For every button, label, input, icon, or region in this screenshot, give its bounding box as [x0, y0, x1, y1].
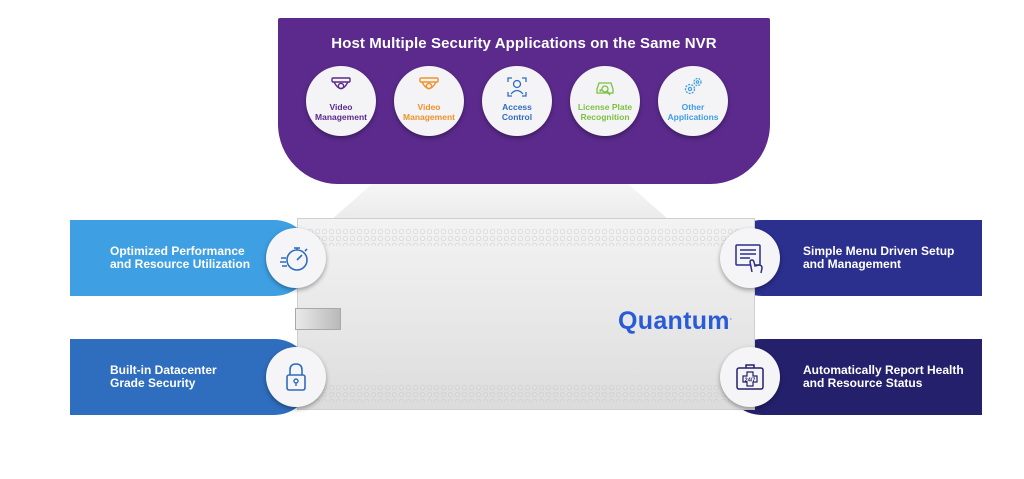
quantum-logo: Quantum. [618, 307, 732, 336]
app-label-line2: Recognition [580, 112, 630, 122]
feature-optimized-performance: Optimized Performance and Resource Utili… [70, 220, 312, 296]
app-label-line1: Video [329, 102, 353, 112]
app-label-line1: Access [502, 102, 532, 112]
feature-label-line2: and Resource Status [803, 376, 923, 390]
app-label-line2: Applications [667, 112, 719, 122]
security-camera-icon [419, 77, 439, 90]
brand-mark: . [729, 314, 733, 322]
app-label-line2: Management [315, 112, 367, 122]
device-vent-top [300, 228, 750, 246]
app-access-control: Access Control [482, 66, 552, 136]
app-video-management-2: Video Management [394, 66, 464, 136]
app-label-line1: License Plate [577, 102, 633, 112]
stopwatch-icon-badge [266, 228, 326, 288]
menu-touch-icon [735, 244, 763, 274]
gears-icon [684, 77, 702, 95]
app-license-plate-recognition: License Plate Recognition [570, 66, 640, 136]
brand-name: Quantum [618, 307, 730, 335]
app-video-management-1: Video Management [306, 66, 376, 136]
face-scan-icon [507, 77, 527, 97]
app-label-line2: Management [403, 112, 455, 122]
feature-label-line2: Grade Security [110, 376, 196, 390]
car-search-icon [596, 82, 614, 96]
app-label-line2: Control [501, 112, 533, 122]
badge-247-text: 24/7 [745, 378, 756, 384]
feature-label-line1: Simple Menu Driven Setup [803, 244, 955, 258]
device-vent-bottom [300, 384, 750, 402]
menu-touch-icon-badge [720, 228, 780, 288]
banner-title: Host Multiple Security Applications on t… [331, 35, 717, 52]
padlock-icon-badge [266, 347, 326, 407]
feature-label-line1: Optimized Performance [110, 244, 245, 258]
device-latch [295, 308, 341, 330]
nvr-device [297, 218, 755, 410]
applications-banner: Host Multiple Security Applications on t… [278, 18, 770, 184]
feature-label-line1: Automatically Report Health [803, 363, 964, 377]
app-label-line1: Other [681, 102, 705, 112]
security-camera-icon [331, 77, 351, 90]
stopwatch-icon [280, 247, 308, 271]
health-kit-247-icon: 24/7 [736, 364, 764, 390]
padlock-icon [286, 363, 306, 391]
app-label-line1: Video [417, 102, 441, 112]
feature-label-line2: and Management [803, 257, 902, 271]
feature-label-line1: Built-in Datacenter [110, 363, 217, 377]
health-kit-247-icon-badge: 24/7 [720, 347, 780, 407]
app-other-applications: Other Applications [658, 66, 728, 136]
feature-label-line2: and Resource Utilization [110, 257, 251, 271]
